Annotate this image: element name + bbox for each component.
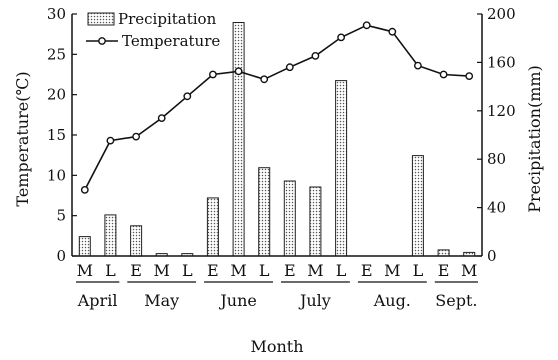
- category-label: E: [130, 261, 142, 280]
- month-labels: April May June July Aug. Sept. Month: [76, 281, 478, 356]
- axes: 0 5 10 15 20 25 30 0 40 80 120 160 200Temperature(℃)…: [13, 5, 544, 265]
- temperature-point-15: [465, 72, 474, 81]
- legend-precip-swatch: [87, 12, 115, 26]
- temperature-point-14: [439, 70, 448, 79]
- category-label: M: [307, 261, 323, 280]
- category-label: L: [182, 261, 193, 280]
- right-tick-label: 120: [487, 102, 516, 120]
- precip-bar-8: [283, 180, 296, 257]
- x-axis-title: Month: [250, 337, 303, 356]
- category-label: M: [154, 261, 170, 280]
- temperature-point-4: [183, 92, 192, 101]
- legend-temp-marker: [98, 37, 106, 45]
- precip-bar-9: [309, 186, 322, 257]
- temperature-point-8: [285, 63, 294, 72]
- month-label: July: [298, 291, 331, 310]
- right-tick-label: 0: [487, 247, 497, 265]
- month-label: May: [144, 291, 179, 310]
- month-label: Sept.: [435, 291, 477, 310]
- category-label: L: [336, 261, 347, 280]
- precip-bar-2: [130, 225, 143, 257]
- temperature-point-3: [157, 114, 166, 123]
- temperature-point-6: [234, 67, 243, 76]
- left-tick-label: 5: [56, 207, 66, 225]
- legend-temp-label: Temperature: [122, 32, 220, 50]
- temperature-point-5: [208, 70, 217, 79]
- temperature-series-line: [84, 24, 470, 191]
- temperature-point-13: [413, 61, 422, 70]
- precip-bar-5: [206, 197, 219, 257]
- category-label: L: [413, 261, 424, 280]
- legend-precip-label: Precipitation: [118, 10, 217, 28]
- month-label: Aug.: [373, 291, 411, 310]
- right-axis-title: Precipitation(mm): [525, 65, 544, 213]
- temperature-point-12: [388, 27, 397, 36]
- temperature-point-7: [260, 75, 269, 84]
- left-tick-label: 0: [56, 247, 66, 265]
- temperature-point-1: [106, 136, 115, 145]
- category-label: L: [105, 261, 116, 280]
- precip-bar-13: [411, 155, 424, 257]
- precip-bar-14: [437, 249, 450, 257]
- left-tick-label: 10: [47, 166, 66, 184]
- category-label: L: [259, 261, 270, 280]
- temperature-point-11: [362, 21, 371, 30]
- month-label: June: [218, 291, 257, 310]
- category-label: M: [77, 261, 93, 280]
- right-tick-label: 40: [487, 199, 506, 217]
- right-tick-label: 80: [487, 150, 506, 168]
- precip-bar-7: [258, 167, 271, 257]
- temperature-point-10: [337, 33, 345, 42]
- left-tick-label: 30: [47, 5, 66, 23]
- temperature-point-9: [311, 52, 320, 60]
- precip-bar-6: [232, 22, 245, 257]
- left-tick-label: 15: [47, 126, 66, 144]
- month-label: April: [77, 291, 118, 310]
- left-tick-label: 25: [47, 45, 66, 63]
- right-tick-label: 160: [487, 53, 516, 71]
- precip-bar-0: [78, 236, 91, 257]
- precip-bar-1: [104, 214, 117, 257]
- category-label: M: [230, 261, 246, 280]
- category-label: M: [461, 261, 477, 280]
- precipitation-bars: [78, 22, 476, 257]
- precip-bar-10: [335, 80, 348, 257]
- temperature-point-2: [132, 132, 141, 141]
- category-label: E: [361, 261, 373, 280]
- right-tick-label: 200: [487, 5, 516, 23]
- category-label: M: [384, 261, 400, 280]
- category-label: E: [207, 261, 219, 280]
- temperature-line: [80, 21, 474, 194]
- temperature-point-0: [80, 185, 89, 194]
- category-label: E: [438, 261, 450, 280]
- category-label: E: [284, 261, 296, 280]
- left-axis-title: Temperature(℃): [13, 71, 32, 206]
- left-tick-label: 20: [47, 86, 66, 104]
